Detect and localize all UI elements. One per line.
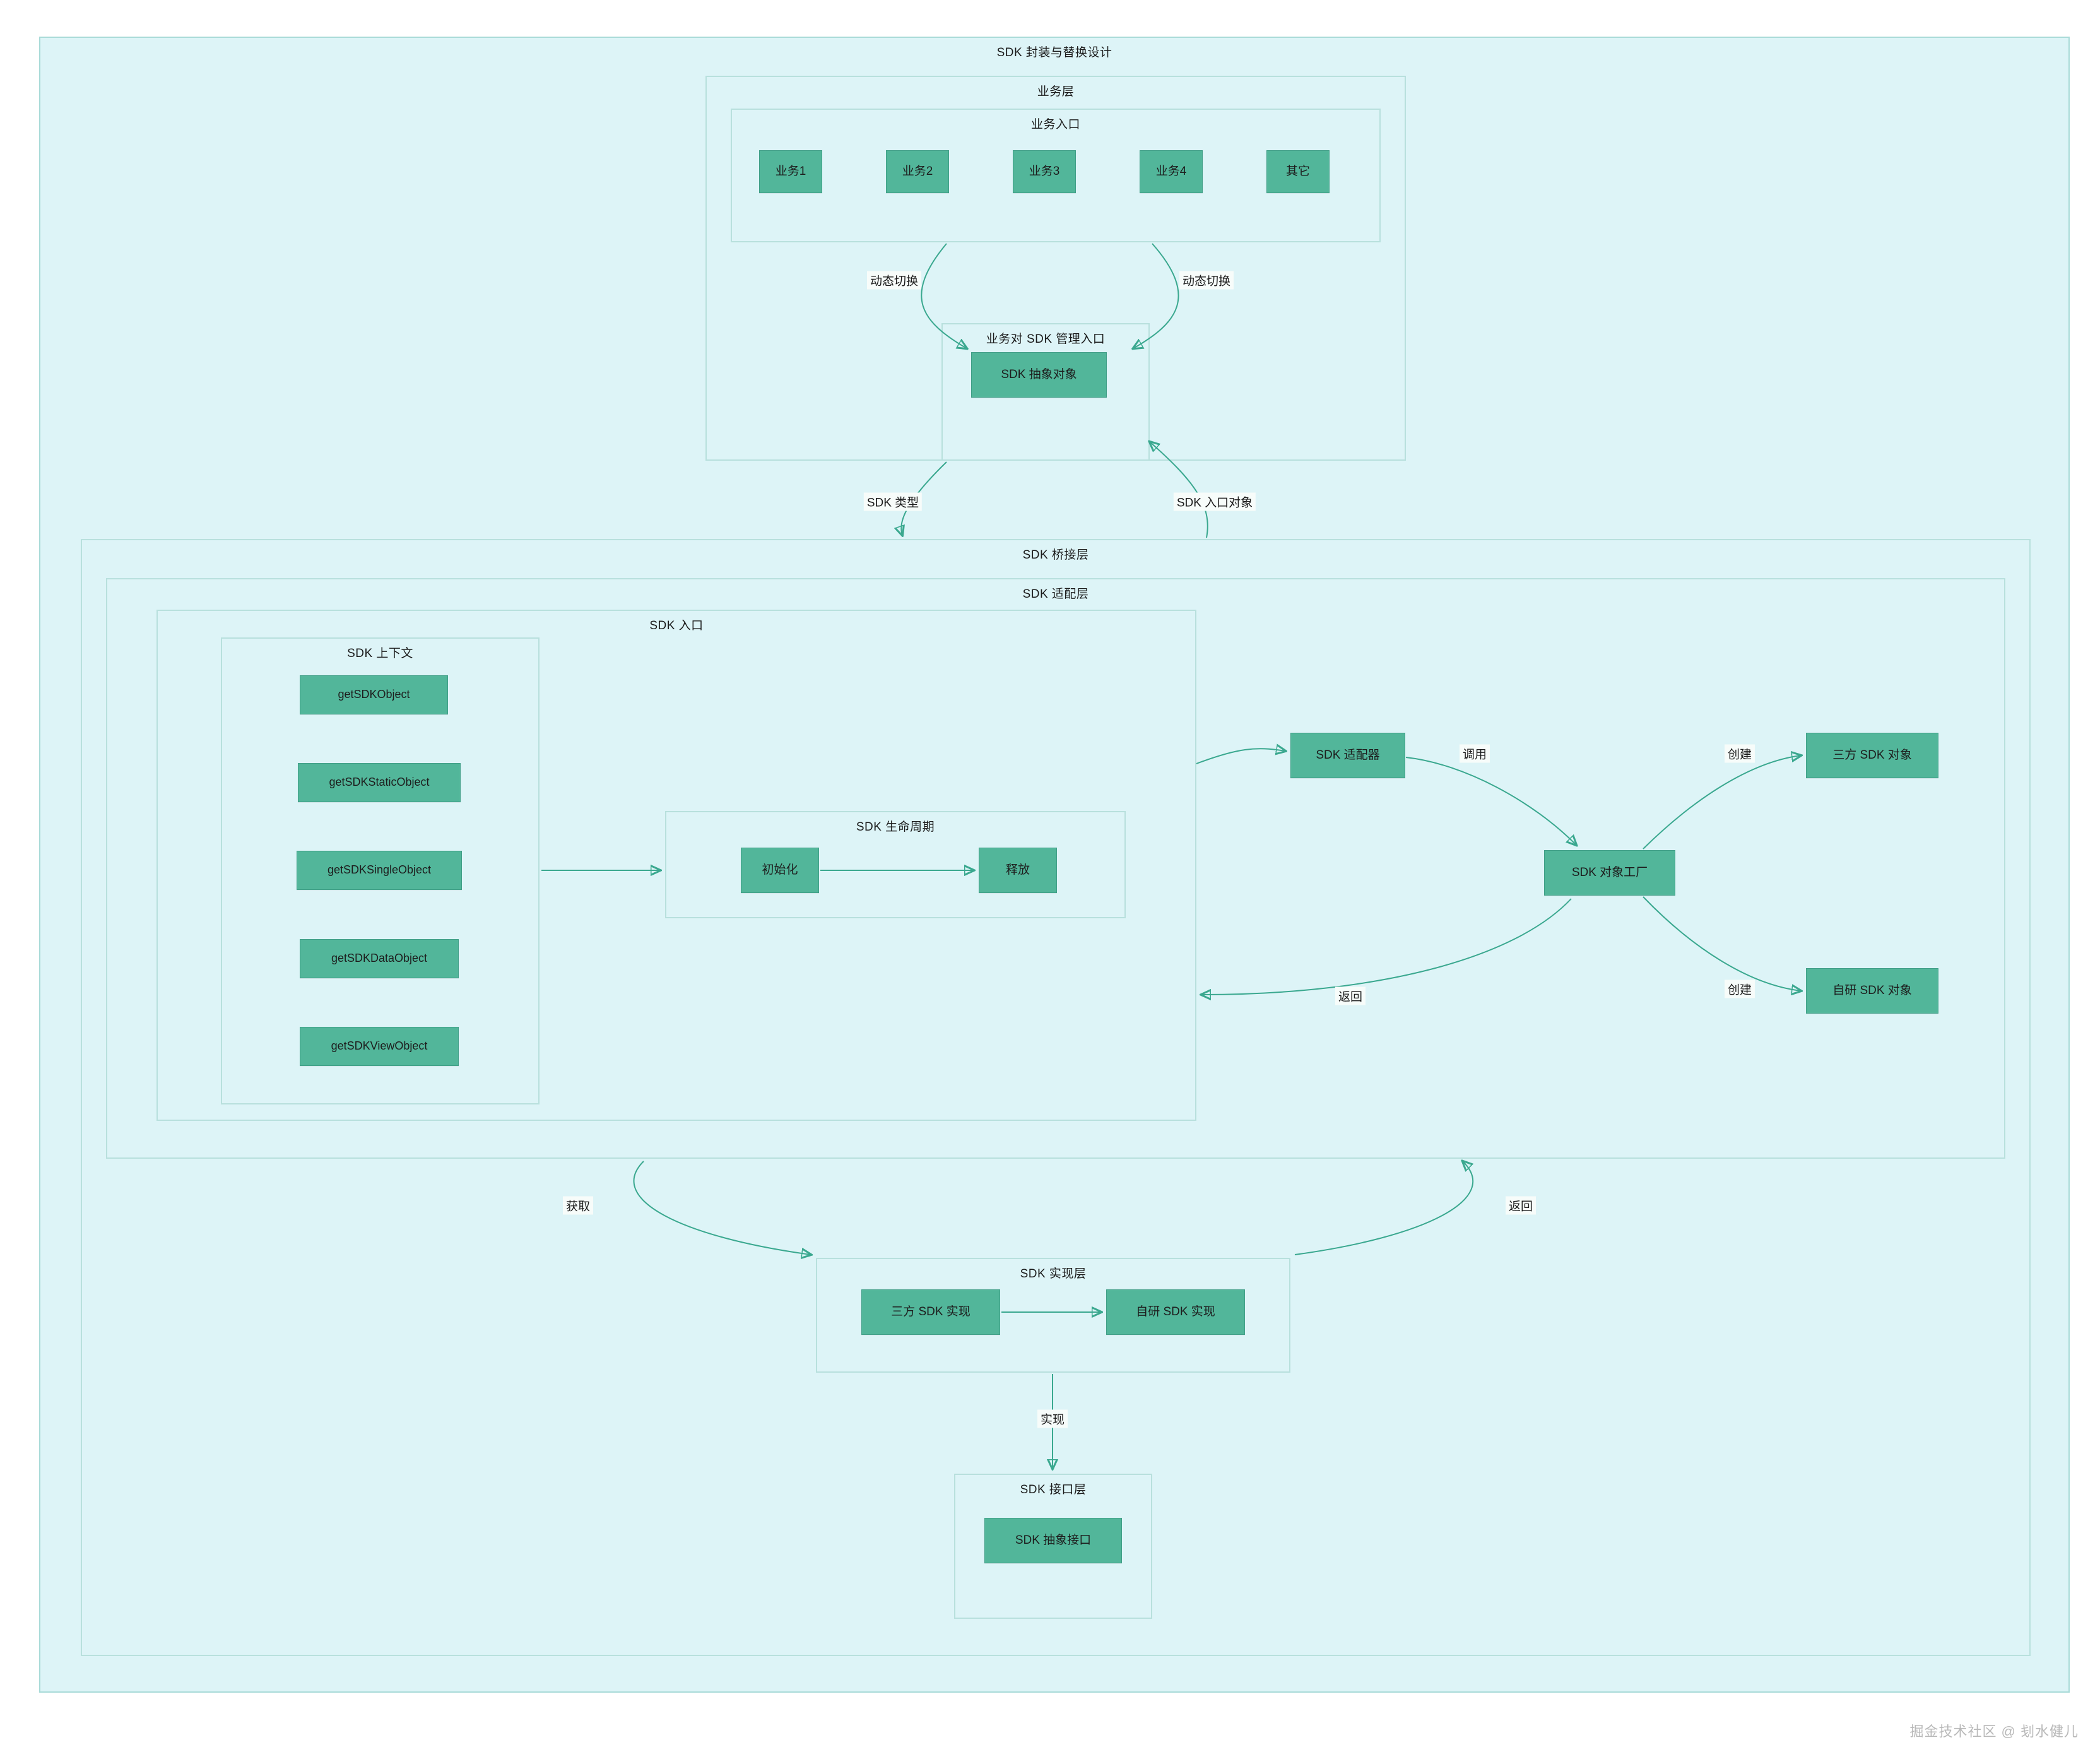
node-getsdkdataobject-label: getSDKDataObject [331, 952, 428, 965]
node-sdk-abstract-interface-label: SDK 抽象接口 [1015, 1533, 1092, 1547]
node-getsdkstaticobject-label: getSDKStaticObject [329, 776, 430, 789]
edge-return-to-adapt [1294, 1161, 1474, 1255]
node-getsdkviewobject[interactable]: getSDKViewObject [300, 1027, 459, 1066]
edge-factory-return [1201, 898, 1572, 995]
node-third-party-sdk-impl[interactable]: 三方 SDK 实现 [861, 1289, 1000, 1335]
node-business-2[interactable]: 业务2 [886, 150, 949, 193]
node-business-1-label: 业务1 [775, 164, 806, 178]
node-getsdksingleobject-label: getSDKSingleObject [327, 863, 432, 877]
node-sdk-abstract-interface[interactable]: SDK 抽象接口 [984, 1518, 1122, 1563]
node-getsdkdataobject[interactable]: getSDKDataObject [300, 939, 459, 978]
edge-dynamic-switch-left [921, 243, 967, 348]
edge-sdk-type [901, 461, 947, 535]
node-third-party-sdk-object[interactable]: 三方 SDK 对象 [1806, 733, 1938, 778]
node-getsdkobject[interactable]: getSDKObject [300, 675, 448, 714]
node-lifecycle-release[interactable]: 释放 [979, 848, 1057, 893]
node-self-sdk-impl-label: 自研 SDK 实现 [1136, 1305, 1215, 1318]
node-sdk-object-factory-label: SDK 对象工厂 [1571, 865, 1648, 879]
node-business-1[interactable]: 业务1 [759, 150, 822, 193]
edge-sdk-entry-object [1150, 442, 1208, 538]
node-third-party-sdk-object-label: 三方 SDK 对象 [1832, 748, 1912, 762]
node-getsdksingleobject[interactable]: getSDKSingleObject [297, 851, 462, 890]
edge-factory-to-third-object [1643, 755, 1801, 849]
edge-dynamic-switch-right [1133, 243, 1179, 348]
node-business-4[interactable]: 业务4 [1140, 150, 1203, 193]
node-business-3-label: 业务3 [1029, 164, 1060, 178]
node-self-sdk-object-label: 自研 SDK 对象 [1832, 983, 1912, 997]
edge-entry-to-adapter [1196, 749, 1285, 764]
node-sdk-adapter-label: SDK 适配器 [1316, 748, 1380, 762]
node-getsdkobject-label: getSDKObject [338, 688, 410, 701]
node-self-sdk-object[interactable]: 自研 SDK 对象 [1806, 968, 1938, 1014]
node-lifecycle-release-label: 释放 [1005, 863, 1030, 877]
node-lifecycle-init[interactable]: 初始化 [741, 848, 819, 893]
edge-adapter-to-factory [1405, 757, 1576, 845]
node-business-other[interactable]: 其它 [1266, 150, 1330, 193]
node-business-3[interactable]: 业务3 [1013, 150, 1076, 193]
watermark: 掘金技术社区 @ 刬水健儿 [1909, 1724, 2079, 1739]
node-sdk-abstract-object[interactable]: SDK 抽象对象 [971, 352, 1107, 398]
node-self-sdk-impl[interactable]: 自研 SDK 实现 [1106, 1289, 1245, 1335]
node-sdk-object-factory[interactable]: SDK 对象工厂 [1544, 850, 1675, 896]
node-third-party-sdk-impl-label: 三方 SDK 实现 [891, 1305, 970, 1318]
edge-fetch-to-impl [633, 1161, 811, 1255]
node-getsdkstaticobject[interactable]: getSDKStaticObject [298, 763, 461, 802]
node-business-4-label: 业务4 [1155, 164, 1187, 178]
node-business-other-label: 其它 [1285, 164, 1310, 178]
node-business-2-label: 业务2 [902, 164, 933, 178]
node-lifecycle-init-label: 初始化 [762, 863, 798, 877]
edge-factory-to-self-object [1643, 896, 1801, 991]
node-getsdkviewobject-label: getSDKViewObject [331, 1039, 428, 1053]
node-sdk-abstract-object-label: SDK 抽象对象 [1001, 367, 1077, 381]
node-sdk-adapter[interactable]: SDK 适配器 [1290, 733, 1405, 778]
